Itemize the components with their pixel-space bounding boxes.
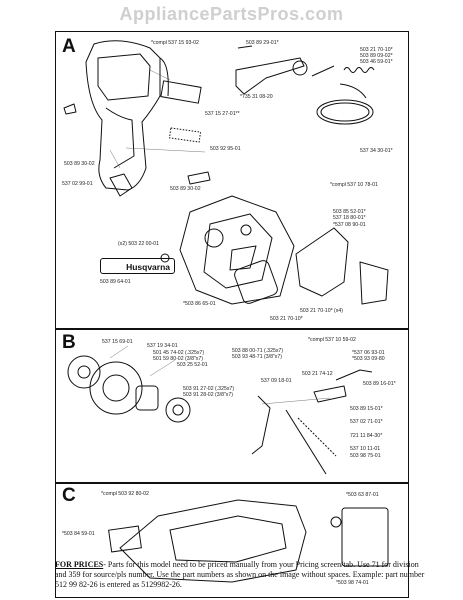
part-label: (x2) 503 22 00-01 [118, 241, 159, 247]
part-label: 537 02 71-01* [350, 419, 383, 425]
part-label: *compl 537 15 93-02 [151, 40, 199, 46]
grommet-part [330, 516, 342, 528]
decal-part [108, 525, 142, 553]
part-label: 503 21 70-10* (x4) [300, 308, 343, 314]
part-label: *537 08 90-01 [333, 222, 366, 228]
part-label: 501 59 80-02 (3/8"x7) [153, 356, 204, 362]
section-a-frame [55, 31, 409, 329]
part-label: 503 25 52-01 [177, 362, 208, 368]
part-label: *compl 537 10 78-01 [330, 182, 378, 188]
plate-part [160, 80, 202, 104]
part-label: 537 18 80-01* [333, 215, 366, 221]
section-c-frame [55, 482, 409, 598]
part-label: 537 09 18-01 [261, 378, 292, 384]
part-label: 503 89 09-02* [360, 53, 393, 59]
part-label: 503 88 00-71 (.325x7) [232, 348, 284, 354]
part-label: 537 02 99-01 [62, 181, 93, 187]
part-label: 503 89 16-01* [363, 381, 396, 387]
part-label: *compl 503 92 80-02 [101, 491, 149, 497]
part-label: 503 21 70-10* [360, 47, 393, 53]
top-cover-part [119, 499, 307, 583]
part-label: 537 10 11-01 [350, 446, 381, 452]
part-label: 721 11 84-30* [350, 433, 383, 439]
part-label: 537 15 69-01 [102, 339, 133, 345]
pricing-note-lead: FOR PRICES [55, 560, 104, 569]
section-b-letter: B [62, 332, 76, 353]
part-label: 503 98 75-01 [350, 453, 381, 459]
part-label: 503 91 28-02 (3/8"x7) [183, 392, 234, 398]
brake-cover-part [295, 227, 349, 297]
part-label: 503 89 64-01 [100, 279, 131, 285]
part-label: 503 89 30-02 [170, 186, 201, 192]
part-label: *503 93 09-80 [352, 356, 385, 362]
bracket-part [359, 261, 389, 305]
part-label: *503 63 87-01 [346, 492, 379, 498]
part-label: 503 46 59-01* [360, 59, 393, 65]
pricing-note: FOR PRICES- Parts for this model need to… [55, 560, 430, 590]
part-label: *503 84 59-01 [62, 531, 95, 537]
part-label: *compl 537 10 59-02 [308, 337, 356, 343]
part-label: 503 89 15-01* [350, 406, 383, 412]
brake-lever-assembly [235, 45, 375, 95]
part-label: 503 91 27-02 (.325x7) [183, 386, 235, 392]
spring-bracket-part [109, 173, 133, 197]
part-label: 537 15 27-01** [205, 111, 240, 117]
part-label: *503 98 74-01 [336, 580, 369, 586]
part-label: 503 89 30-02 [64, 161, 95, 167]
guide-plate-part [234, 260, 278, 304]
bushing-part [187, 171, 211, 185]
warning-label-part [341, 507, 389, 567]
part-label: 503 85 52-01* [333, 209, 366, 215]
section-c-letter: C [62, 485, 76, 506]
part-label: 503 93 48-71 (3/8"x7) [232, 354, 283, 360]
clutch-cover-part [179, 195, 295, 305]
screw-part [63, 103, 77, 115]
part-label: 503 92 95-01 [210, 146, 241, 152]
part-label: 501 45 74-02 (.325x7) [153, 350, 205, 356]
wire-spring-part [339, 83, 367, 99]
handguard-part [85, 40, 169, 191]
clutch-assembly [67, 355, 373, 475]
husqvarna-logo: Husqvarna [100, 258, 175, 274]
part-label: 503 21 74-12 [302, 371, 333, 377]
part-label: 537 19 34-01 [147, 343, 178, 349]
part-label: 537 34 30-01* [360, 148, 393, 154]
pricing-note-text: - Parts for this model need to be priced… [55, 560, 425, 589]
part-label: 503 21 70-10* [270, 316, 303, 322]
part-label: 503 89 29-01* [246, 40, 279, 46]
part-label: *537 06 93-01 [352, 350, 385, 356]
section-a-letter: A [62, 36, 76, 57]
brake-band-part [316, 99, 374, 125]
section-b-frame [55, 329, 409, 484]
part-label: *503 86 65-01 [183, 301, 216, 307]
part-label: *735 31 08-20 [240, 94, 273, 100]
watermark: AppliancePartsPros.com [119, 4, 344, 24]
